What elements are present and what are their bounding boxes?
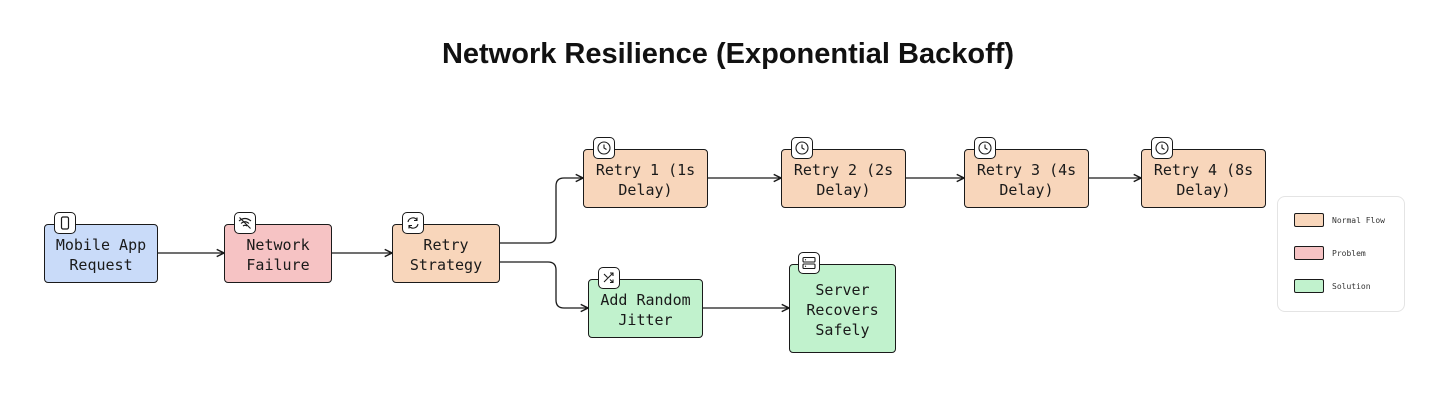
node-server-recovers-safely: Server Recovers Safely (789, 264, 896, 353)
clock-icon (974, 137, 996, 159)
clock-icon (791, 137, 813, 159)
legend-label-problem: Problem (1332, 248, 1366, 258)
clock-icon (593, 137, 615, 159)
diagram-title: Network Resilience (Exponential Backoff) (441, 38, 1015, 70)
legend: Normal Flow Problem Solution (1277, 196, 1405, 312)
legend-item-normal-flow: Normal Flow (1294, 212, 1385, 228)
edge-strategy-to-retry1 (500, 178, 583, 244)
shuffle-icon (598, 267, 620, 289)
smartphone-icon (54, 212, 76, 234)
legend-item-solution: Solution (1294, 278, 1371, 294)
node-retry-3: Retry 3 (4s Delay) (964, 149, 1089, 208)
clock-icon (1151, 137, 1173, 159)
edge-strategy-to-jitter (500, 261, 588, 308)
legend-swatch-problem (1294, 246, 1324, 260)
legend-item-problem: Problem (1294, 245, 1366, 261)
legend-label-solution: Solution (1332, 281, 1371, 291)
server-icon (798, 252, 820, 274)
refresh-icon (402, 212, 424, 234)
legend-label-normal-flow: Normal Flow (1332, 215, 1385, 225)
wifi-off-icon (234, 212, 256, 234)
legend-swatch-solution (1294, 279, 1324, 293)
legend-swatch-normal-flow (1294, 213, 1324, 227)
